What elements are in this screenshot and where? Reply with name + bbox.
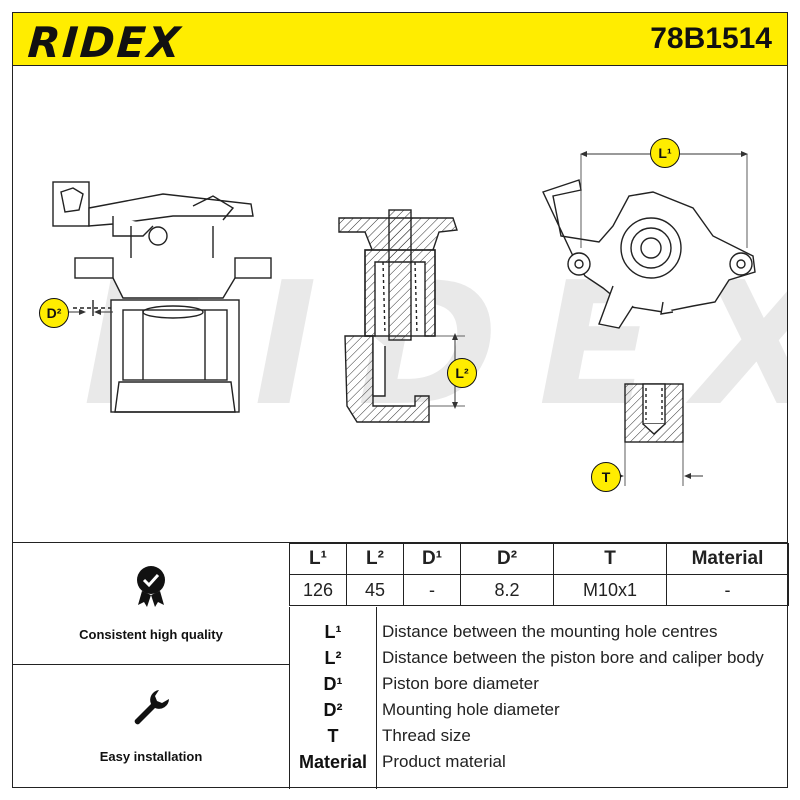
spec-panel: Consistent high quality Easy installatio… bbox=[12, 542, 789, 789]
spec-table: L¹ L² D¹ D² T Material 126 45 - 8.2 M10x… bbox=[289, 543, 789, 606]
caliper-section-view bbox=[338, 209, 465, 423]
legend-item: D² Mounting hole diameter bbox=[290, 697, 790, 723]
feature-installation: Easy installation bbox=[13, 665, 289, 787]
brand-logo: RIDEX bbox=[26, 18, 184, 67]
spec-value: M10x1 bbox=[553, 574, 667, 606]
badge-l2: L² bbox=[447, 358, 477, 388]
technical-diagram: RIDEX bbox=[12, 66, 788, 542]
legend-item: T Thread size bbox=[290, 723, 790, 749]
spec-value: 45 bbox=[346, 574, 404, 606]
thread-hole-detail bbox=[601, 383, 703, 486]
quality-badge-icon bbox=[137, 566, 165, 607]
header-band bbox=[12, 12, 788, 66]
spec-header: T bbox=[553, 543, 667, 575]
legend-item: D¹ Piston bore diameter bbox=[290, 671, 790, 697]
legend-key: L¹ bbox=[324, 621, 342, 642]
feature-quality: Consistent high quality bbox=[13, 543, 289, 665]
dimension-legend: L¹ Distance between the mounting hole ce… bbox=[289, 607, 789, 789]
spec-value-row: 126 45 - 8.2 M10x1 - bbox=[289, 574, 789, 606]
badge-l1: L¹ bbox=[650, 138, 680, 168]
legend-item: L¹ Distance between the mounting hole ce… bbox=[290, 619, 790, 645]
badge-t: T bbox=[591, 462, 621, 492]
legend-item: Material Product material bbox=[290, 749, 790, 775]
legend-divider bbox=[376, 607, 377, 789]
caliper-rear-view bbox=[542, 151, 756, 329]
legend-key: T bbox=[327, 725, 339, 746]
spec-header: L² bbox=[346, 543, 404, 575]
legend-text: Product material bbox=[382, 752, 506, 771]
spec-header: L¹ bbox=[289, 543, 347, 575]
spec-value: 8.2 bbox=[460, 574, 554, 606]
legend-text: Distance between the mounting hole centr… bbox=[382, 622, 718, 641]
legend-key: L² bbox=[324, 647, 342, 668]
badge-d2: D² bbox=[39, 298, 69, 328]
legend-text: Piston bore diameter bbox=[382, 674, 539, 693]
caliper-drawings bbox=[52, 151, 756, 486]
legend-text: Distance between the piston bore and cal… bbox=[382, 648, 764, 667]
legend-key: Material bbox=[298, 751, 368, 772]
spec-header-row: L¹ L² D¹ D² T Material bbox=[289, 543, 789, 575]
spec-value: - bbox=[403, 574, 461, 606]
legend-text: Mounting hole diameter bbox=[382, 700, 560, 719]
spec-header: D² bbox=[460, 543, 554, 575]
part-number: 78B1514 bbox=[650, 22, 772, 55]
header: RIDEX 78B1514 bbox=[0, 0, 800, 80]
caliper-front-view bbox=[52, 181, 272, 413]
legend-key: D² bbox=[323, 699, 343, 720]
legend-key: D¹ bbox=[323, 673, 343, 694]
legend-item: L² Distance between the piston bore and … bbox=[290, 645, 790, 671]
legend-text: Thread size bbox=[382, 726, 471, 745]
spec-header: D¹ bbox=[403, 543, 461, 575]
spec-value: - bbox=[666, 574, 789, 606]
feature-installation-label: Easy installation bbox=[99, 749, 203, 764]
spec-header: Material bbox=[666, 543, 789, 575]
feature-quality-label: Consistent high quality bbox=[79, 627, 223, 642]
wrench-icon bbox=[134, 690, 169, 725]
spec-value: 126 bbox=[289, 574, 347, 606]
